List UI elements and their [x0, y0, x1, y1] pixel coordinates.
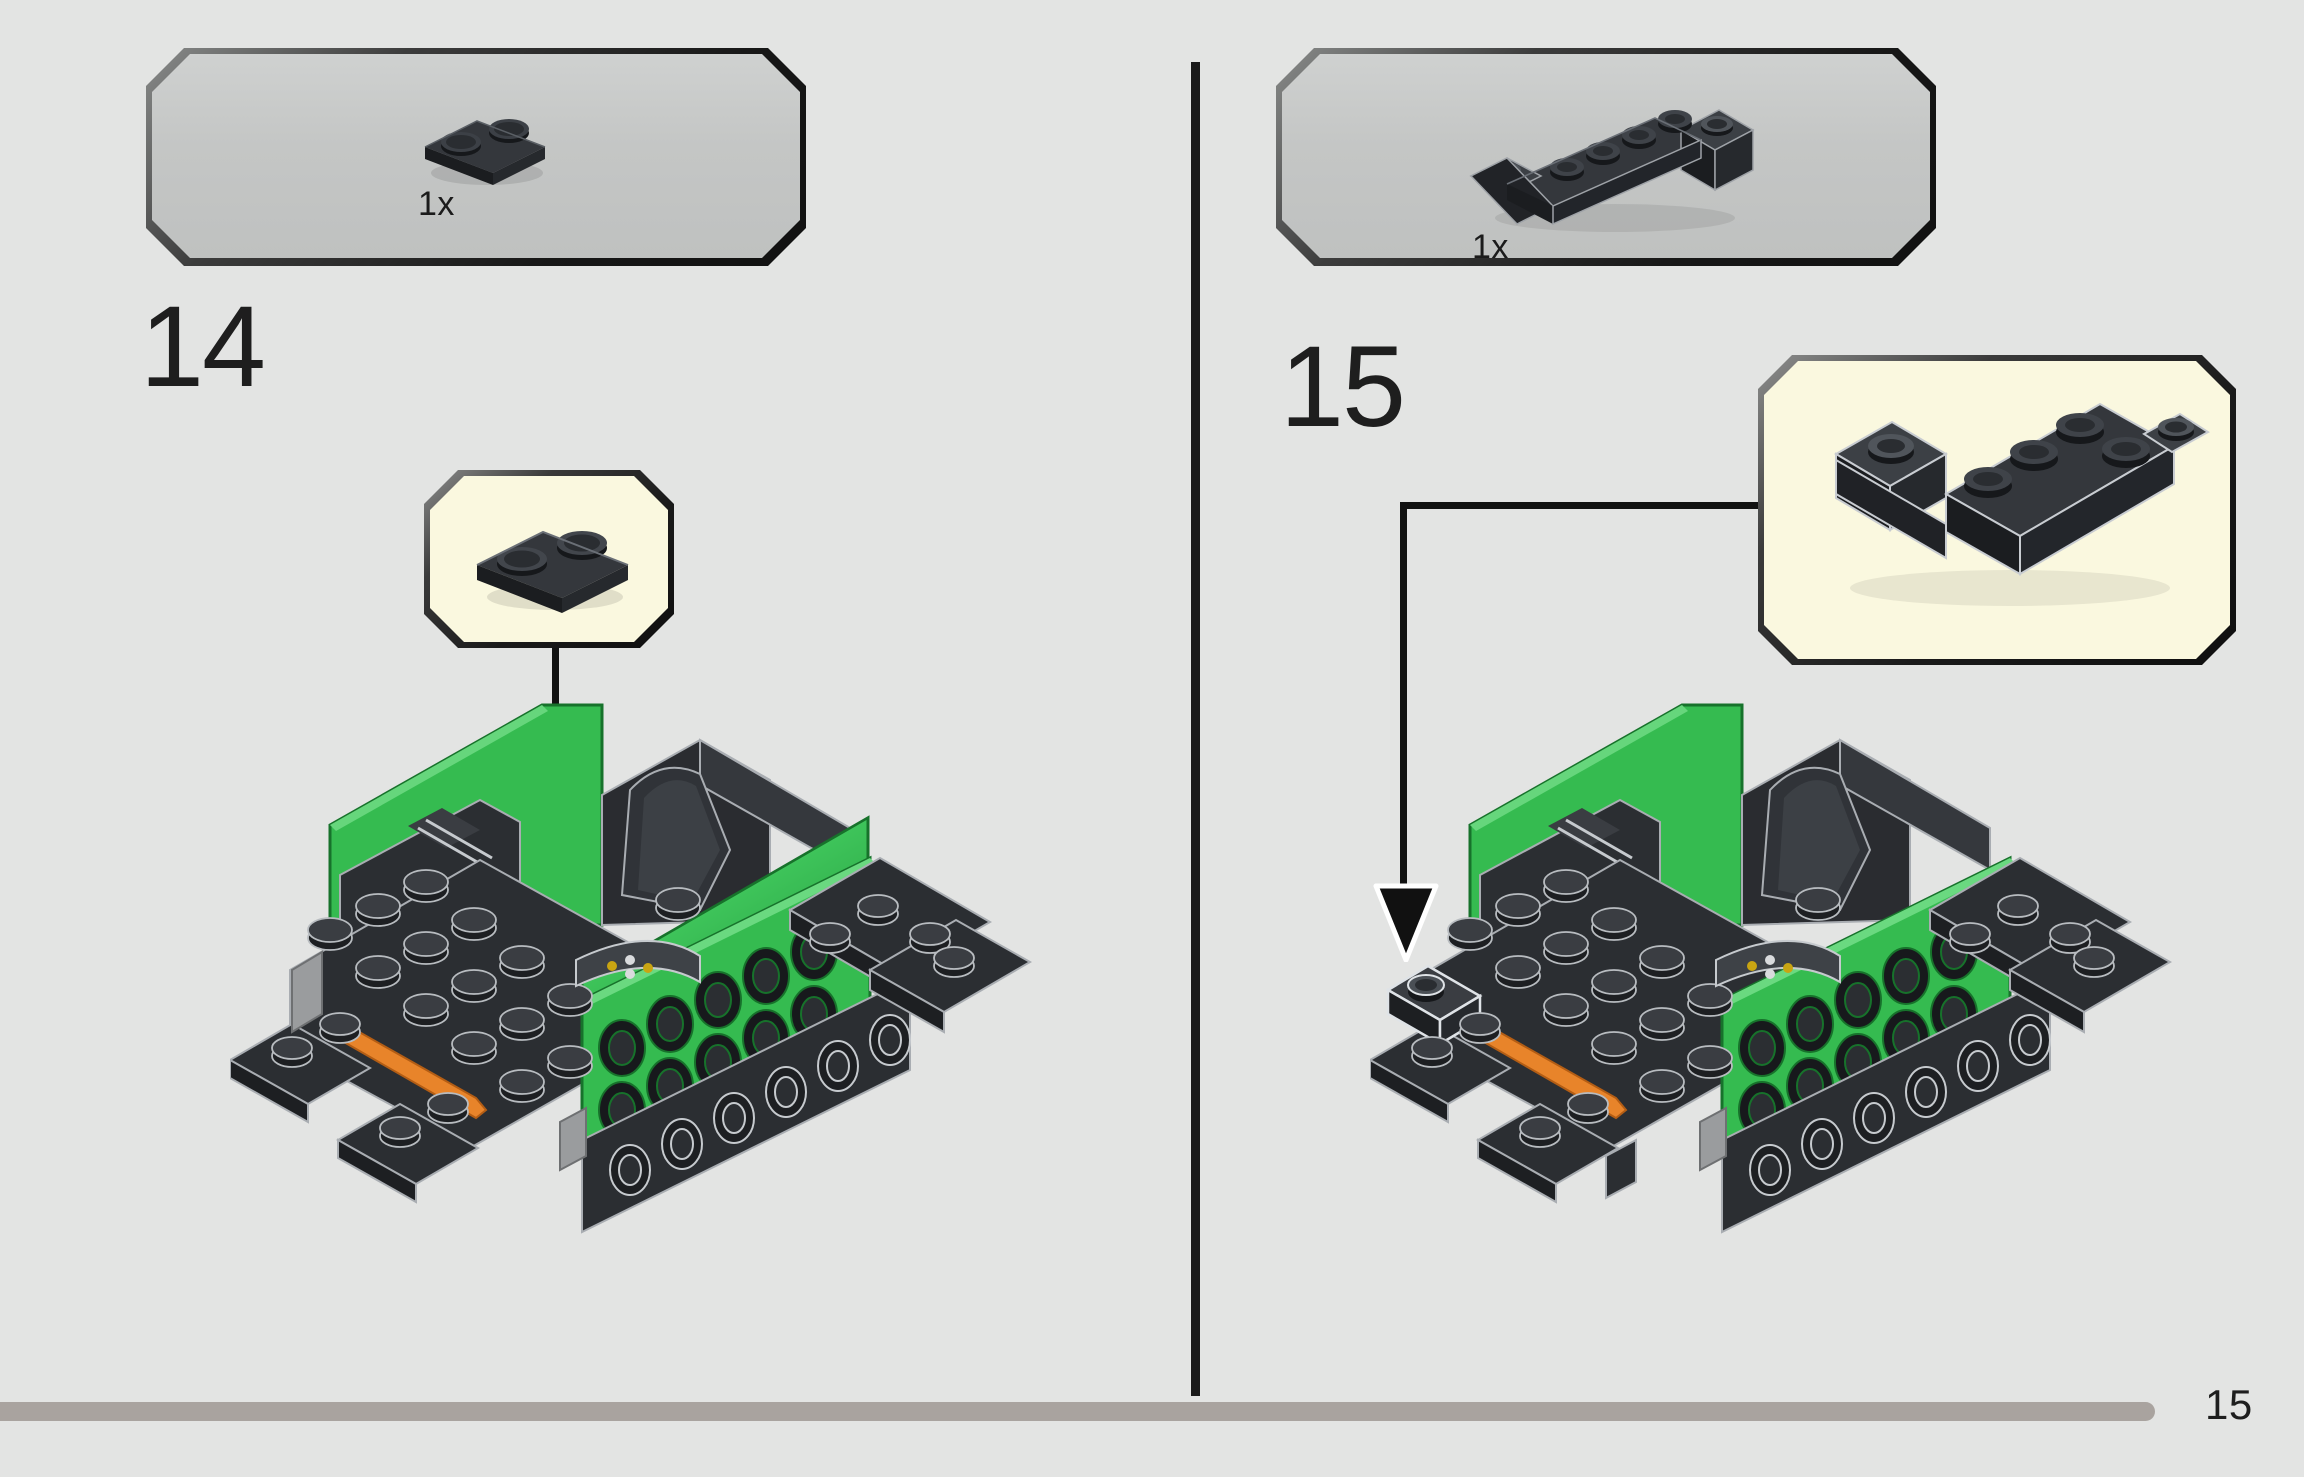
step-number-14: 14: [140, 283, 266, 411]
step-15-panel: 1x 15: [1200, 0, 2304, 1400]
callout-part-slope-inverted-6x1: [1834, 402, 2210, 606]
step-14-panel: 1x 14: [0, 0, 1191, 1400]
page-number: 15: [2205, 1381, 2253, 1428]
leader-line-15-vertical: [1400, 502, 1407, 902]
assembly-model-14: [230, 703, 1033, 1234]
part-icon-plate-1x2: [424, 119, 546, 185]
assembly-arrow-15: [1373, 883, 1439, 962]
part-icon-slope-inverted-6x1: [1469, 109, 1755, 232]
part-count-14: 1x: [418, 185, 455, 223]
newly-added-plate-1x2: [1385, 964, 1483, 1047]
part-count-15: 1x: [1472, 228, 1509, 266]
footer-rule: [0, 1402, 2155, 1421]
leader-line-15-horizontal: [1400, 502, 1765, 509]
callout-part-plate-1x2: [476, 530, 629, 613]
assembly-model-15: [1370, 703, 2173, 1234]
step-divider: [1191, 62, 1200, 1396]
step-number-15: 15: [1280, 323, 1406, 451]
